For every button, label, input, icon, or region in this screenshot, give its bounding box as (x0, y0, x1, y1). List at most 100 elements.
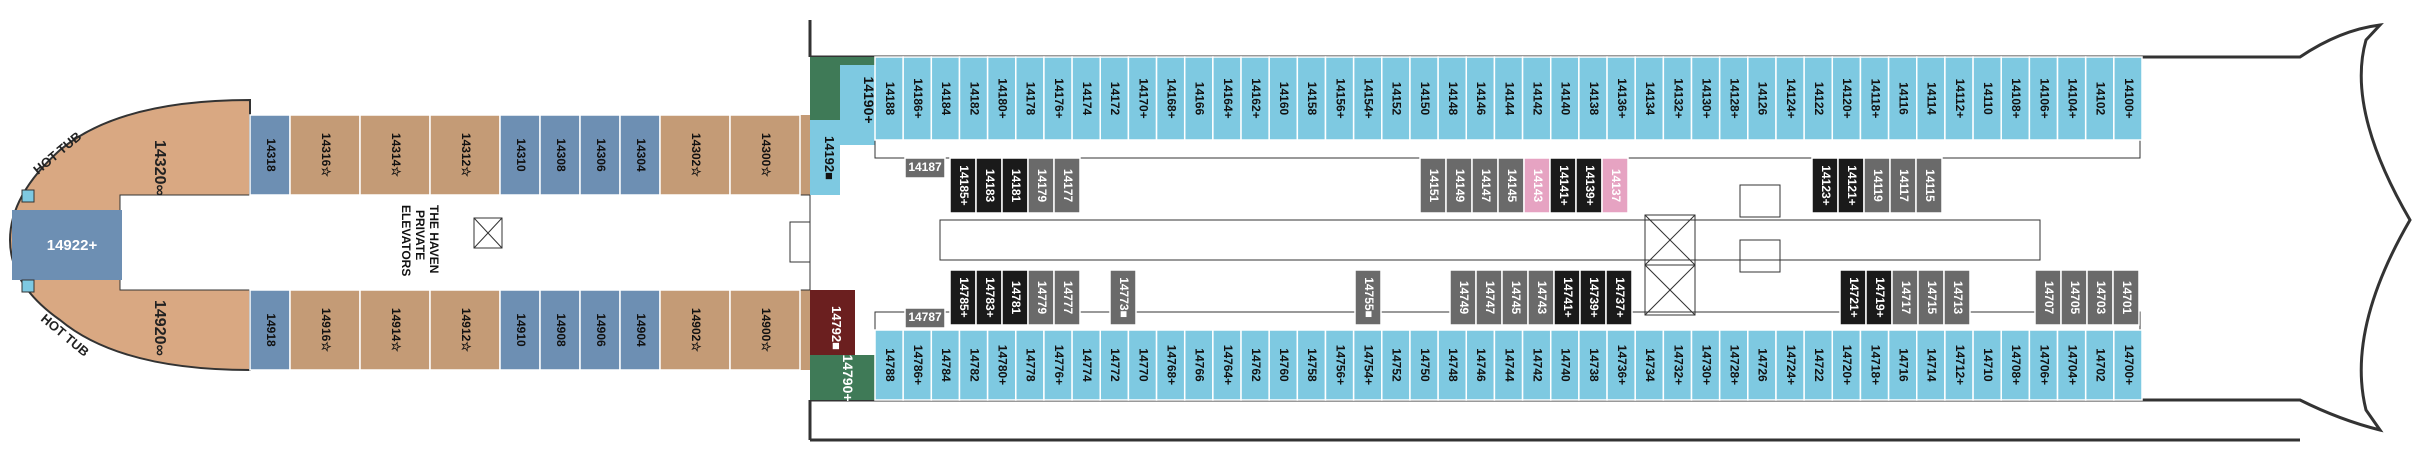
cabin-14787[interactable]: 14787 (904, 307, 946, 329)
cabin-14152[interactable]: 14152 (1381, 56, 1411, 141)
cabin-14747[interactable]: 14747 (1475, 269, 1503, 326)
haven-room-14308[interactable]: 14308 (539, 114, 581, 196)
cabin-14700[interactable]: 14700+ (2113, 329, 2143, 401)
cabin-14778[interactable]: 14778 (1015, 329, 1045, 401)
cabin-14766[interactable]: 14766 (1183, 329, 1214, 401)
cabin-14168[interactable]: 14168+ (1155, 56, 1186, 141)
cabin-14704[interactable]: 14704+ (2056, 329, 2087, 401)
corner-bottom-suite[interactable] (810, 290, 855, 365)
cabin-14752[interactable]: 14752 (1381, 329, 1411, 401)
cabin-14784[interactable]: 14784 (930, 329, 961, 401)
cabin-14734[interactable]: 14734 (1634, 329, 1665, 401)
cabin-14754[interactable]: 14754+ (1352, 329, 1383, 401)
cabin-14186[interactable]: 14186+ (902, 56, 933, 141)
cabin-14158[interactable]: 14158 (1296, 56, 1327, 141)
cabin-14788[interactable]: 14788 (874, 329, 904, 401)
cabin-14177[interactable]: 14177 (1053, 157, 1081, 214)
cabin-14719[interactable]: 14719+ (1865, 269, 1893, 326)
cabin-14762[interactable]: 14762 (1240, 329, 1270, 401)
cabin-14701[interactable]: 14701 (2112, 269, 2140, 326)
cabin-14104[interactable]: 14104+ (2056, 56, 2087, 141)
cabin-14146[interactable]: 14146 (1465, 56, 1496, 141)
haven-room-14306[interactable]: 14306 (579, 114, 621, 196)
haven-room-14314[interactable]: 14314☆ (359, 114, 431, 196)
cabin-14744[interactable]: 14744 (1493, 329, 1524, 401)
cabin-14124[interactable]: 14124+ (1775, 56, 1805, 141)
haven-room-14900[interactable]: 14900☆ (729, 289, 801, 371)
cabin-14108[interactable]: 14108+ (2000, 56, 2031, 141)
cabin-14110[interactable]: 14110 (1972, 56, 2002, 141)
cabin-14705[interactable]: 14705 (2060, 269, 2088, 326)
cabin-14746[interactable]: 14746 (1465, 329, 1496, 401)
cabin-14183[interactable]: 14183 (975, 157, 1003, 214)
cabin-14139[interactable]: 14139+ (1575, 157, 1603, 214)
cabin-14174[interactable]: 14174 (1071, 56, 1101, 141)
cabin-14773[interactable]: 14773■ (1109, 269, 1137, 326)
haven-room-14912[interactable]: 14912☆ (429, 289, 501, 371)
cabin-14112[interactable]: 14112+ (1944, 56, 1974, 141)
haven-room-14302[interactable]: 14302☆ (659, 114, 731, 196)
cabin-14748[interactable]: 14748 (1437, 329, 1468, 401)
cabin-14706[interactable]: 14706+ (2028, 329, 2059, 401)
cabin-14130[interactable]: 14130+ (1690, 56, 1721, 141)
cabin-14145[interactable]: 14145 (1497, 157, 1525, 214)
cabin-14170[interactable]: 14170+ (1127, 56, 1158, 141)
cabin-14785[interactable]: 14785+ (949, 269, 977, 326)
cabin-14713[interactable]: 14713 (1943, 269, 1971, 326)
cabin-14738[interactable]: 14738 (1578, 329, 1608, 401)
cabin-14142[interactable]: 14142 (1521, 56, 1552, 141)
cabin-14712[interactable]: 14712+ (1944, 329, 1974, 401)
cabin-14724[interactable]: 14724+ (1775, 329, 1805, 401)
haven-room-14904[interactable]: 14904 (619, 289, 661, 371)
cabin-14726[interactable]: 14726 (1747, 329, 1777, 401)
cabin-14181[interactable]: 14181 (1001, 157, 1029, 214)
cabin-14740[interactable]: 14740 (1549, 329, 1580, 401)
cabin-14758[interactable]: 14758 (1296, 329, 1327, 401)
cabin-14786[interactable]: 14786+ (902, 329, 933, 401)
haven-room-14304[interactable]: 14304 (619, 114, 661, 196)
cabin-14777[interactable]: 14777 (1053, 269, 1081, 326)
cabin-14176[interactable]: 14176+ (1043, 56, 1073, 141)
cabin-14736[interactable]: 14736+ (1606, 329, 1636, 401)
haven-room-14910[interactable]: 14910 (499, 289, 541, 371)
cabin-14184[interactable]: 14184 (930, 56, 961, 141)
cabin-14779[interactable]: 14779 (1027, 269, 1055, 326)
cabin-14137[interactable]: 14137 (1601, 157, 1629, 214)
cabin-14126[interactable]: 14126 (1747, 56, 1777, 141)
cabin-14178[interactable]: 14178 (1015, 56, 1045, 141)
cabin-14151[interactable]: 14151 (1419, 157, 1447, 214)
cabin-14156[interactable]: 14156+ (1324, 56, 1355, 141)
cabin-14715[interactable]: 14715 (1917, 269, 1945, 326)
cabin-14722[interactable]: 14722 (1803, 329, 1834, 401)
haven-room-14316[interactable]: 14316☆ (289, 114, 361, 196)
owner-suite-bottom[interactable]: 14920∞ (151, 300, 168, 356)
haven-room-14300[interactable]: 14300☆ (729, 114, 801, 196)
cabin-14180[interactable]: 14180+ (986, 56, 1017, 141)
haven-room-14918[interactable]: 14918 (249, 289, 291, 371)
cabin-14720[interactable]: 14720+ (1831, 329, 1862, 401)
cabin-14140[interactable]: 14140 (1549, 56, 1580, 141)
cabin-14782[interactable]: 14782 (958, 329, 989, 401)
haven-forward-center[interactable] (12, 210, 122, 280)
cabin-14154[interactable]: 14154+ (1352, 56, 1383, 141)
cabin-14172[interactable]: 14172 (1099, 56, 1130, 141)
cabin-14182[interactable]: 14182 (958, 56, 989, 141)
cabin-14708[interactable]: 14708+ (2000, 329, 2031, 401)
cabin-14776[interactable]: 14776+ (1043, 329, 1073, 401)
cabin-14783[interactable]: 14783+ (975, 269, 1003, 326)
cabin-14707[interactable]: 14707 (2034, 269, 2062, 326)
corner-top-suite[interactable] (810, 120, 840, 195)
cabin-14728[interactable]: 14728+ (1718, 329, 1749, 401)
cabin-14703[interactable]: 14703 (2086, 269, 2114, 326)
cabin-14764[interactable]: 14764+ (1212, 329, 1242, 401)
cabin-14164[interactable]: 14164+ (1212, 56, 1242, 141)
cabin-14714[interactable]: 14714 (1916, 329, 1946, 401)
cabin-14739[interactable]: 14739+ (1579, 269, 1607, 326)
cabin-14147[interactable]: 14147 (1471, 157, 1499, 214)
cabin-14760[interactable]: 14760 (1268, 329, 1299, 401)
corner-green-bottom[interactable] (810, 355, 875, 400)
cabin-14149[interactable]: 14149 (1445, 157, 1473, 214)
cabin-14774[interactable]: 14774 (1071, 329, 1101, 401)
cabin-14717[interactable]: 14717 (1891, 269, 1919, 326)
cabin-14750[interactable]: 14750 (1409, 329, 1439, 401)
